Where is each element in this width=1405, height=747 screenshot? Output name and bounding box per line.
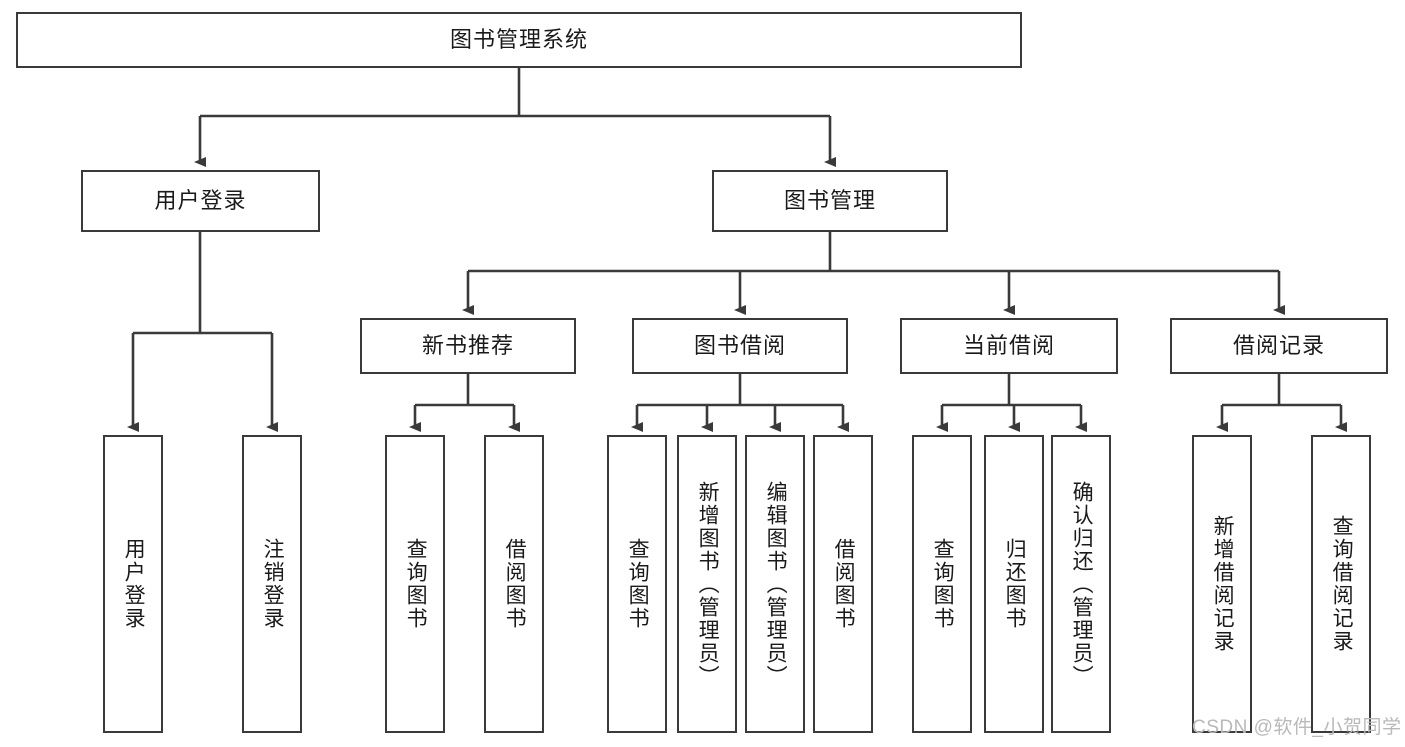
node-leaf-borrow-book-label: 借阅图书 (832, 538, 856, 630)
node-leaf-user-login[interactable]: 用户登录 (103, 435, 163, 733)
node-leaf-user-login-label: 用户登录 (122, 538, 146, 630)
node-book-manage[interactable]: 图书管理 (712, 170, 948, 232)
node-leaf-add-book-admin-label: 新增图书（管理员） (696, 480, 720, 688)
node-leaf-borrow-book[interactable]: 借阅图书 (813, 435, 873, 733)
node-book-borrow-label: 图书借阅 (693, 332, 786, 358)
node-leaf-query-borrow-record[interactable]: 查询借阅记录 (1311, 435, 1371, 733)
node-new-book-recommend[interactable]: 新书推荐 (360, 318, 576, 374)
node-leaf-add-borrow-record-label: 新增借阅记录 (1211, 515, 1235, 653)
node-leaf-user-logout[interactable]: 注销登录 (242, 435, 302, 733)
node-root-label: 图书管理系统 (449, 26, 588, 52)
node-new-book-recommend-label: 新书推荐 (421, 332, 514, 358)
node-leaf-edit-book-admin-label: 编辑图书（管理员） (764, 480, 788, 688)
node-leaf-add-book-admin[interactable]: 新增图书（管理员） (677, 435, 737, 733)
node-leaf-confirm-return-admin-label: 确认归还（管理员） (1070, 480, 1094, 688)
node-leaf-user-logout-label: 注销登录 (261, 538, 285, 630)
node-leaf-query-book-current-label: 查询图书 (931, 538, 955, 630)
node-leaf-query-borrow-record-label: 查询借阅记录 (1330, 515, 1354, 653)
node-borrow-record[interactable]: 借阅记录 (1170, 318, 1388, 374)
node-leaf-query-book-borrow-label: 查询图书 (626, 538, 650, 630)
node-current-borrow-label: 当前借阅 (962, 332, 1055, 358)
node-leaf-borrow-book-recommend-label: 借阅图书 (503, 538, 527, 630)
node-book-manage-label: 图书管理 (783, 187, 876, 213)
node-leaf-return-book[interactable]: 归还图书 (984, 435, 1044, 733)
node-root[interactable]: 图书管理系统 (16, 12, 1022, 68)
node-leaf-add-borrow-record[interactable]: 新增借阅记录 (1192, 435, 1252, 733)
node-leaf-query-book-borrow[interactable]: 查询图书 (607, 435, 667, 733)
watermark-text: CSDN @软件_小贺同学 (1192, 717, 1402, 738)
node-current-borrow[interactable]: 当前借阅 (900, 318, 1118, 374)
node-user-login[interactable]: 用户登录 (81, 170, 320, 232)
node-leaf-borrow-book-recommend[interactable]: 借阅图书 (484, 435, 544, 733)
node-leaf-query-book-recommend[interactable]: 查询图书 (385, 435, 445, 733)
node-user-login-label: 用户登录 (154, 187, 247, 213)
node-leaf-return-book-label: 归还图书 (1003, 538, 1027, 630)
node-leaf-query-book-current[interactable]: 查询图书 (912, 435, 972, 733)
node-leaf-edit-book-admin[interactable]: 编辑图书（管理员） (745, 435, 805, 733)
node-book-borrow[interactable]: 图书借阅 (632, 318, 848, 374)
node-borrow-record-label: 借阅记录 (1232, 332, 1325, 358)
node-leaf-query-book-recommend-label: 查询图书 (404, 538, 428, 630)
node-leaf-confirm-return-admin[interactable]: 确认归还（管理员） (1051, 435, 1111, 733)
